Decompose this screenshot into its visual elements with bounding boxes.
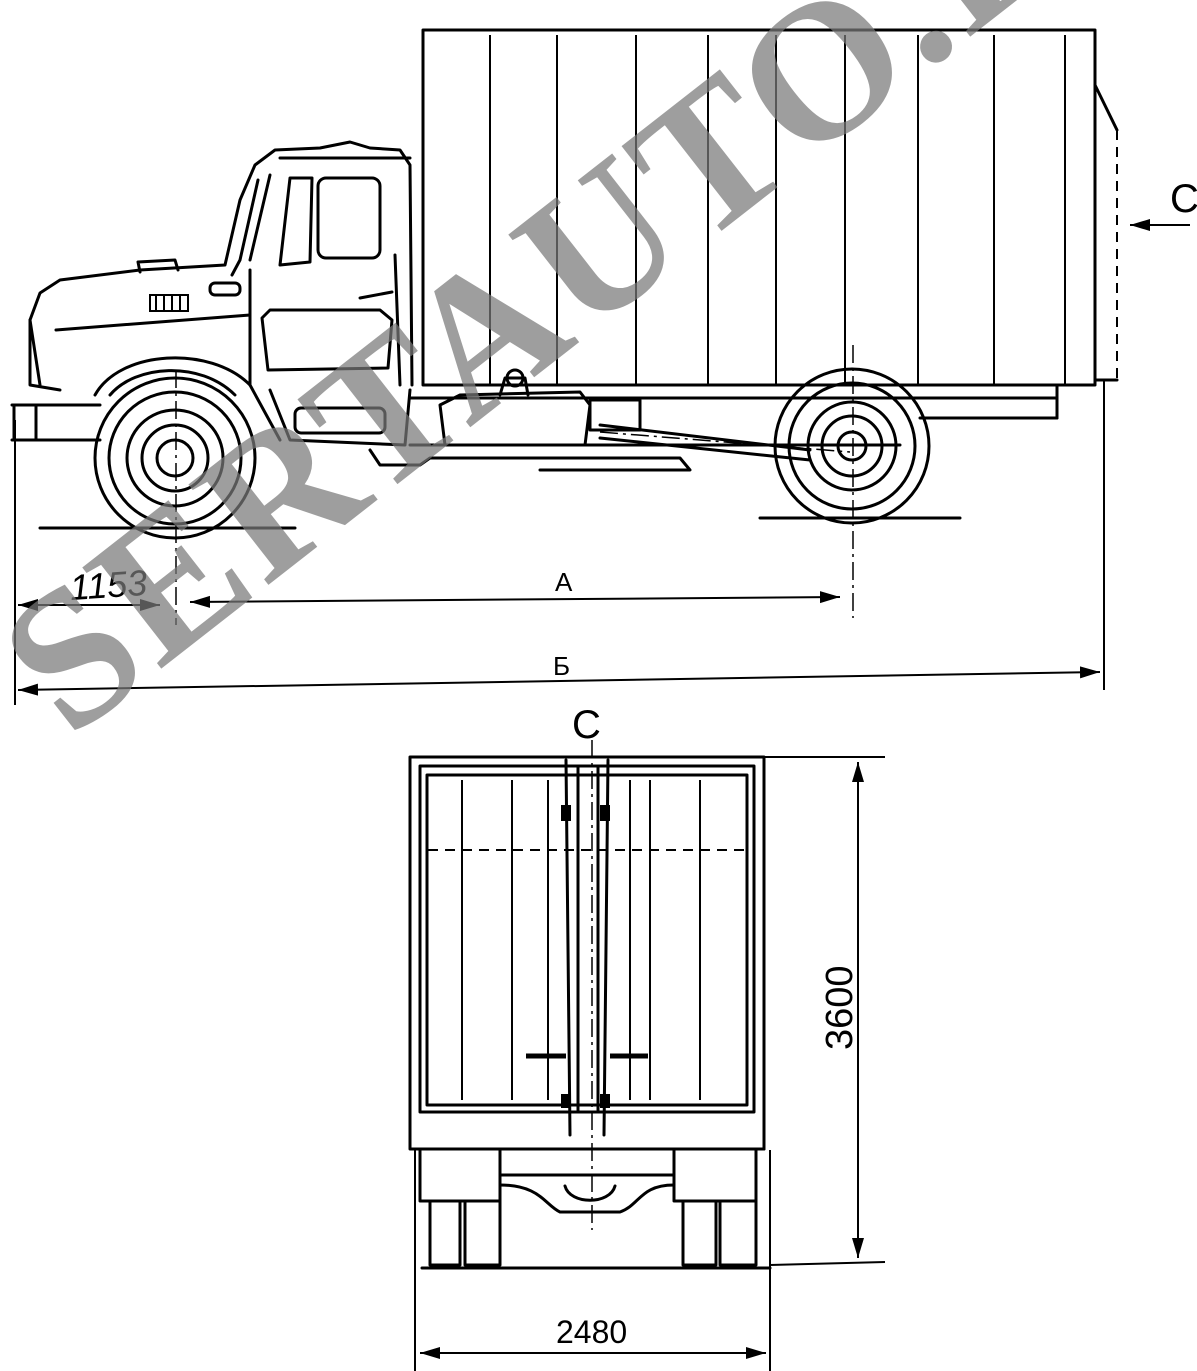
rear-chassis bbox=[410, 1147, 772, 1270]
front-wheel bbox=[38, 376, 297, 540]
wheelbase-label: А bbox=[555, 567, 573, 597]
overall-length-label: Б bbox=[553, 651, 570, 681]
rear-view: С bbox=[408, 703, 886, 1371]
width-label: 2480 bbox=[556, 1314, 627, 1350]
height-label: 3600 bbox=[819, 965, 861, 1050]
cargo-box-rear bbox=[408, 755, 766, 1151]
rear-dimensions bbox=[414, 756, 886, 1371]
section-title: С bbox=[572, 703, 601, 747]
side-dimensions bbox=[14, 219, 1190, 705]
front-overhang-label: 1153 bbox=[68, 562, 148, 608]
side-view: 1153 А Б С bbox=[10, 28, 1197, 705]
cargo-box-side bbox=[421, 28, 1119, 420]
cab bbox=[28, 140, 414, 447]
rear-wheel bbox=[758, 367, 962, 525]
section-marker-label: С bbox=[1170, 177, 1197, 221]
